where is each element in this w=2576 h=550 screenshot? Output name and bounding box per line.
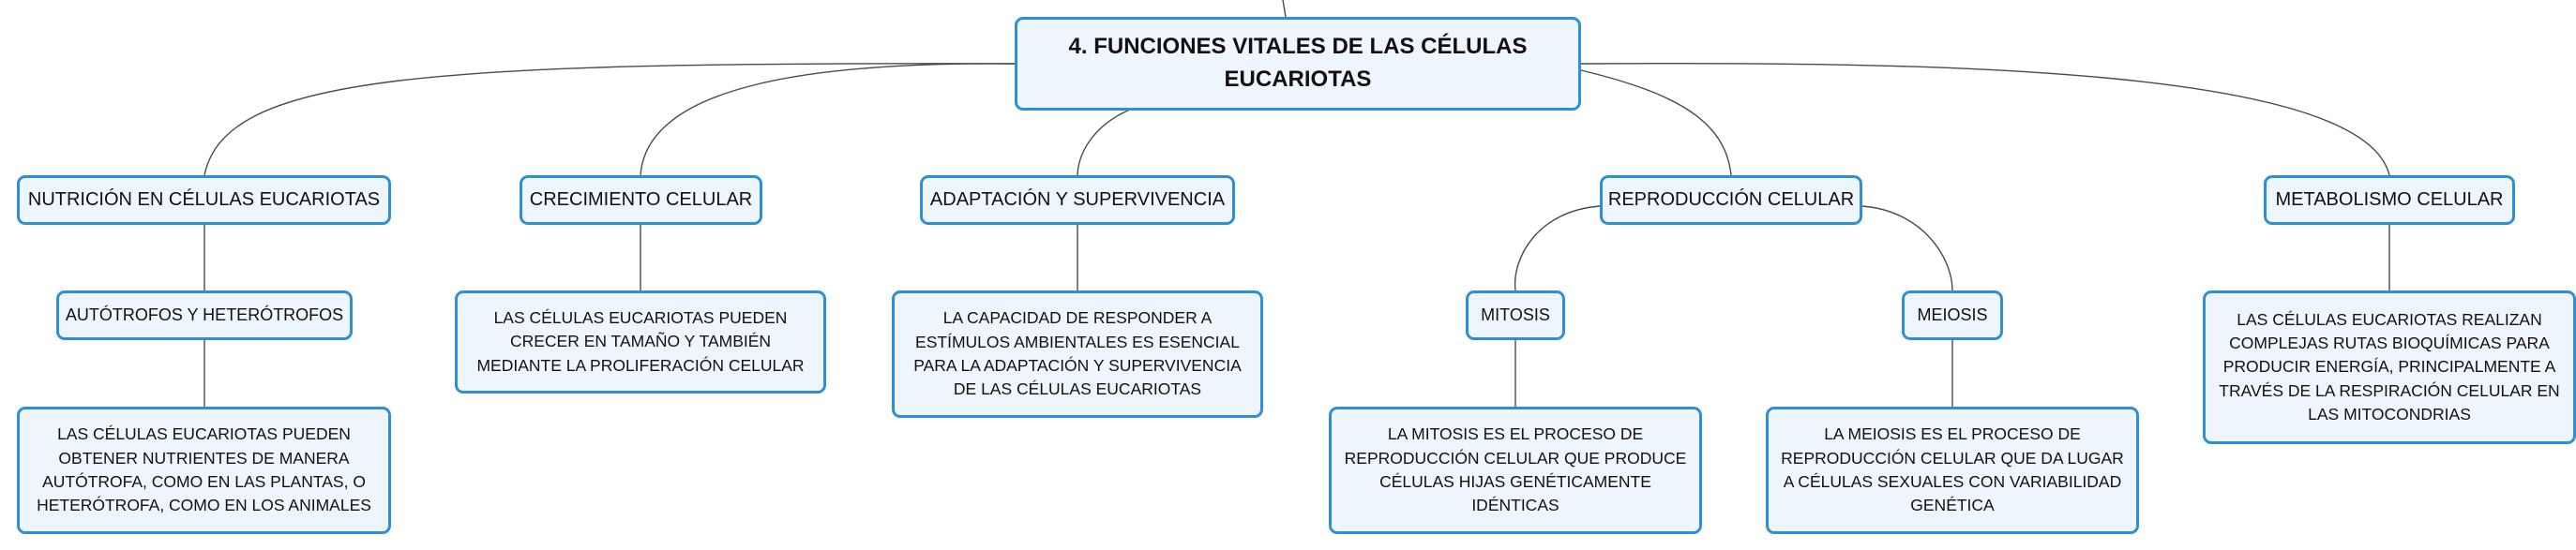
detail-crecimiento-text: LAS CÉLULAS EUCARIOTAS PUEDEN CRECER EN …	[476, 307, 805, 375]
subtopic-autotrofos-label: AUTÓTROFOS Y HETERÓTROFOS	[65, 305, 344, 325]
detail-mitosis[interactable]: LA MITOSIS ES EL PROCESO DE REPRODUCCIÓN…	[1329, 407, 1702, 534]
detail-nutricion-text: LAS CÉLULAS EUCARIOTAS PUEDEN OBTENER NU…	[37, 424, 371, 515]
connector-root-reproduccion	[1580, 69, 1732, 176]
detail-mitosis-text: LA MITOSIS ES EL PROCESO DE REPRODUCCIÓN…	[1344, 424, 1687, 515]
detail-meiosis[interactable]: LA MEIOSIS ES EL PROCESO DE REPRODUCCIÓN…	[1766, 407, 2139, 534]
subtopic-mitosis[interactable]: MITOSIS	[1466, 290, 1565, 340]
connector-root-adaptacion	[1077, 107, 1136, 176]
subtopic-autotrofos-heterotrofos[interactable]: AUTÓTROFOS Y HETERÓTROFOS	[56, 290, 353, 340]
connector-root-metabolismo	[1580, 62, 2390, 176]
topic-crecimiento[interactable]: CRECIMIENTO CELULAR	[520, 175, 762, 225]
subtopic-meiosis[interactable]: MEIOSIS	[1902, 290, 2003, 340]
topic-reproduccion[interactable]: REPRODUCCIÓN CELULAR	[1600, 175, 1862, 225]
connector-reproduccion-mitosis	[1514, 205, 1601, 291]
connector-root-crecimiento	[640, 63, 1016, 176]
connector-reproduccion-meiosis	[1861, 205, 1953, 291]
detail-meiosis-text: LA MEIOSIS ES EL PROCESO DE REPRODUCCIÓN…	[1781, 424, 2124, 515]
detail-metabolismo[interactable]: LAS CÉLULAS EUCARIOTAS REALIZAN COMPLEJA…	[2203, 290, 2576, 444]
detail-metabolismo-text: LAS CÉLULAS EUCARIOTAS REALIZAN COMPLEJA…	[2219, 309, 2560, 424]
detail-adaptacion-text: LA CAPACIDAD DE RESPONDER A ESTÍMULOS AM…	[913, 308, 1242, 399]
topic-adaptacion-label: ADAPTACIÓN Y SUPERVIVENCIA	[929, 189, 1226, 210]
central-topic-label: 4. FUNCIONES VITALES DE LAS CÉLULAS EUCA…	[1068, 34, 1528, 92]
detail-nutricion[interactable]: LAS CÉLULAS EUCARIOTAS PUEDEN OBTENER NU…	[17, 407, 391, 534]
topic-metabolismo-label: METABOLISMO CELULAR	[2275, 189, 2504, 210]
topic-reproduccion-label: REPRODUCCIÓN CELULAR	[1607, 189, 1855, 210]
connector-parent	[1282, 0, 1287, 18]
detail-crecimiento[interactable]: LAS CÉLULAS EUCARIOTAS PUEDEN CRECER EN …	[455, 290, 826, 394]
topic-adaptacion[interactable]: ADAPTACIÓN Y SUPERVIVENCIA	[920, 175, 1235, 225]
topic-crecimiento-label: CRECIMIENTO CELULAR	[529, 189, 753, 210]
subtopic-meiosis-label: MEIOSIS	[1917, 305, 1988, 325]
topic-metabolismo[interactable]: METABOLISMO CELULAR	[2264, 175, 2515, 225]
central-topic[interactable]: 4. FUNCIONES VITALES DE LAS CÉLULAS EUCA…	[1015, 17, 1581, 111]
topic-nutricion[interactable]: NUTRICIÓN EN CÉLULAS EUCARIOTAS	[17, 175, 391, 225]
detail-adaptacion[interactable]: LA CAPACIDAD DE RESPONDER A ESTÍMULOS AM…	[892, 290, 1263, 418]
connector-root-nutricion	[203, 63, 1016, 176]
subtopic-mitosis-label: MITOSIS	[1481, 305, 1550, 325]
topic-nutricion-label: NUTRICIÓN EN CÉLULAS EUCARIOTAS	[27, 189, 381, 210]
